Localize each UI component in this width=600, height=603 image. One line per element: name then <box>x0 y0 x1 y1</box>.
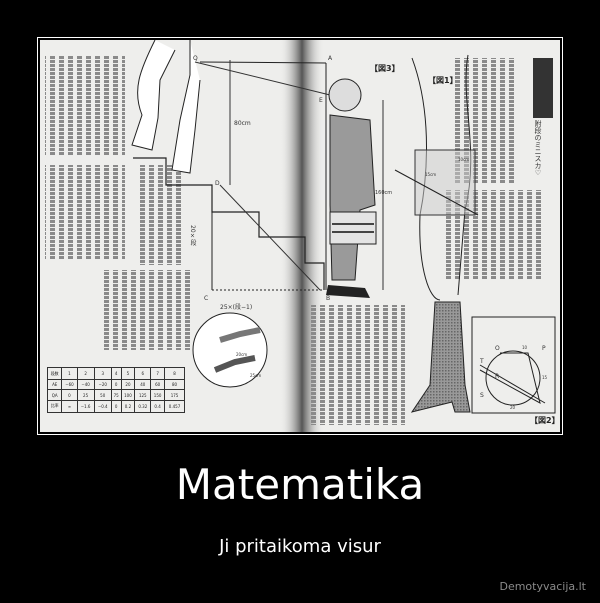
text-block <box>45 55 125 155</box>
figure-3-label: 【図3】 <box>370 64 400 73</box>
label-step-rise: 20cm <box>236 352 248 357</box>
table-cell: −40 <box>76 379 95 391</box>
figure-2-label: 【図2】 <box>530 416 560 425</box>
point-c: C <box>204 295 209 302</box>
text-block <box>100 270 190 350</box>
book-photo: 【図3】 【図1】 【図2】 附段のミニスカ♡ 80cm 160cm 20×段 … <box>40 40 560 432</box>
table-cell: 175 <box>164 389 185 401</box>
table-cell: 100 <box>120 389 136 401</box>
skirt-box <box>414 149 476 216</box>
boot <box>410 301 471 413</box>
point-r: R <box>495 373 500 380</box>
table-cell: −60 <box>61 379 78 391</box>
point-s: S <box>480 392 484 399</box>
point-t: T <box>480 358 484 365</box>
table-cell: 3 <box>93 366 112 381</box>
sightline <box>394 169 479 216</box>
table-cell: 1 <box>61 366 78 381</box>
table-cell: 80 <box>164 379 185 391</box>
leg-drawing <box>131 40 176 151</box>
table-cell: QA <box>46 389 63 401</box>
briefcase <box>329 211 377 245</box>
table-cell: 0 <box>110 399 122 414</box>
poster-subtitle: Ji pritaikoma visur <box>219 536 381 557</box>
table-cell: 0 <box>61 389 78 401</box>
table-cell: AE <box>46 379 63 391</box>
table-cell: −0.4 <box>93 399 112 414</box>
table-cell: 8 <box>164 366 185 381</box>
heading: 附段のミニスカ♡ <box>534 120 542 177</box>
table-cell: 7 <box>150 366 166 381</box>
table-cell: −1.6 <box>76 399 95 414</box>
table-cell: 0.4 <box>150 399 166 414</box>
fig2-number: 15 <box>542 375 548 380</box>
text-block <box>45 165 125 260</box>
leg-drawing <box>171 40 201 174</box>
label-160cm: 160cm <box>375 190 393 196</box>
point-q: Q <box>193 55 198 62</box>
book-illustration <box>45 40 556 432</box>
shoes <box>326 285 370 298</box>
table-cell: 比率 <box>46 399 63 414</box>
table-cell: 50 <box>93 389 112 401</box>
text-block <box>310 305 405 425</box>
text-block <box>140 165 185 265</box>
fig2-number: 20 <box>510 405 516 410</box>
sightline <box>219 184 321 291</box>
poster-title: Matematika <box>175 460 425 509</box>
line-qa <box>199 61 327 64</box>
man-body <box>329 114 376 281</box>
table-cell: 0.2 <box>120 399 136 414</box>
table-cell: 5 <box>120 366 136 381</box>
table-cell: 40 <box>134 379 152 391</box>
heading-box <box>533 58 553 118</box>
label-step-run: 25cm <box>250 373 262 378</box>
table-cell: 150 <box>150 389 166 401</box>
table-cell: 4 <box>110 366 122 381</box>
label-run: 25×(段−1) <box>220 304 253 311</box>
point-p: P <box>542 345 546 352</box>
table-cell: 20 <box>120 379 136 391</box>
table-cell: 75 <box>110 389 122 401</box>
table-cell: 25 <box>76 389 95 401</box>
table-cell: 0.32 <box>134 399 152 414</box>
point-e: E <box>319 97 323 104</box>
table-cell: 0 <box>110 379 122 391</box>
table-cell: 2 <box>76 366 95 381</box>
label-rise: 20×段 <box>189 225 196 246</box>
table-cell: −20 <box>93 379 112 391</box>
table-cell: 6 <box>134 366 152 381</box>
point-o: O <box>495 345 500 352</box>
label-10cm: 10cm <box>458 157 470 162</box>
label-15cm: 15cm <box>425 172 437 177</box>
table-cell: 段数 <box>46 366 63 381</box>
man-head <box>328 78 362 112</box>
figure-2-box <box>471 316 556 414</box>
fig2-number: 10 <box>522 345 528 350</box>
label-80cm: 80cm <box>234 120 251 127</box>
point-a: A <box>328 55 333 62</box>
figure-1-label: 【図1】 <box>428 76 458 85</box>
table-cell: 125 <box>134 389 152 401</box>
point-d: D <box>215 180 220 187</box>
table-cell: 0.457 <box>164 399 185 414</box>
table-cell: ∞ <box>61 399 78 414</box>
table-cell: 60 <box>150 379 166 391</box>
stairs <box>133 157 325 290</box>
watermark: Demotyvacija.lt <box>499 580 586 593</box>
point-b: B <box>326 295 331 302</box>
